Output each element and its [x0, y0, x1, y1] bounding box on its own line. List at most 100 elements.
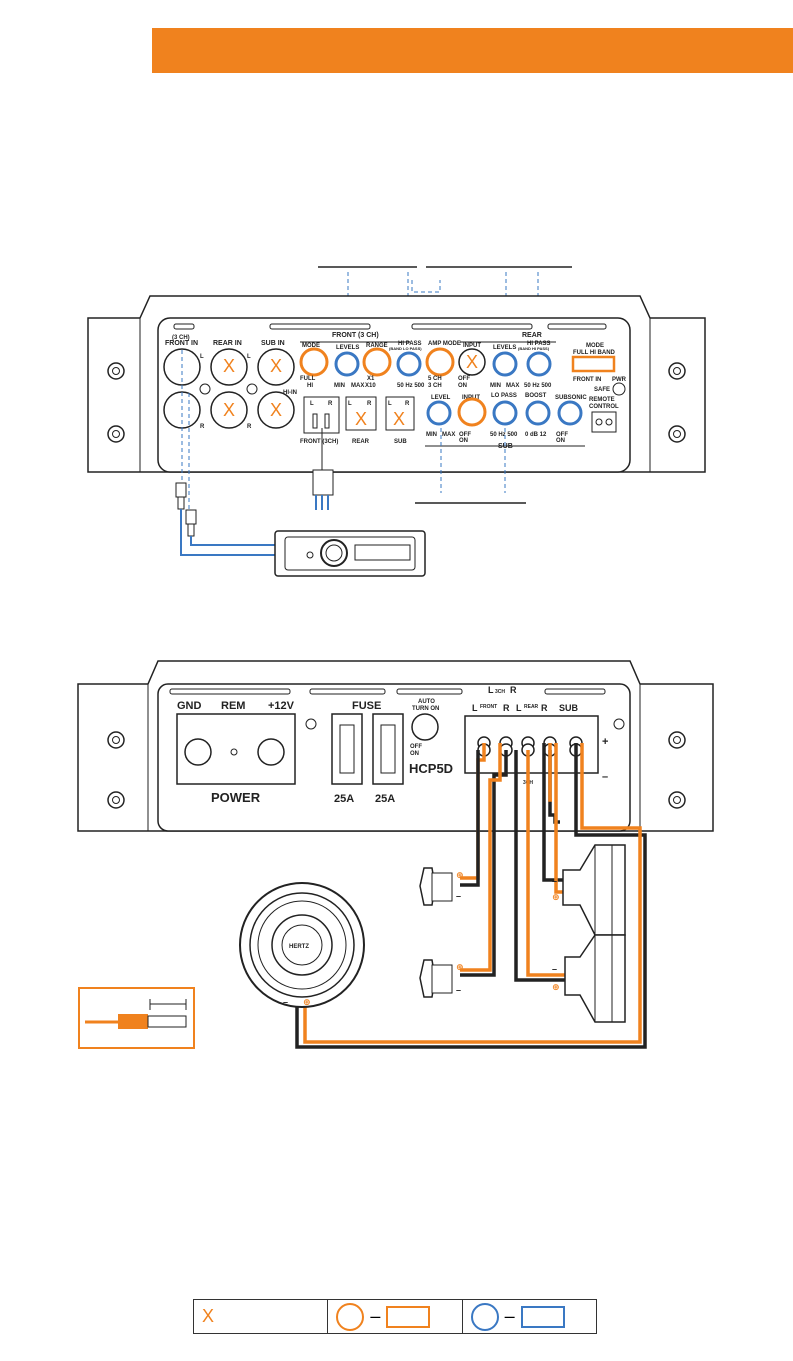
x-mark: X — [270, 400, 282, 420]
svg-text:R: R — [328, 401, 333, 407]
svg-text:25A: 25A — [334, 793, 354, 805]
x-mark: X — [223, 400, 235, 420]
svg-text:X: X — [466, 352, 478, 372]
blue-knob-icon — [470, 1302, 499, 1331]
x-mark: X — [270, 356, 282, 376]
svg-text:L: L — [516, 703, 522, 713]
rear-speaker-right: – ⊕ — [552, 844, 626, 936]
label-front: FRONT (3 CH) — [332, 332, 379, 339]
svg-text:(BAND LO PASS): (BAND LO PASS) — [389, 346, 422, 351]
rear-hipass-knob[interactable] — [526, 351, 552, 377]
label-rear: REAR — [352, 439, 370, 445]
svg-text:MIN: MIN — [426, 432, 437, 438]
svg-text:SUB: SUB — [559, 703, 579, 713]
svg-text:–: – — [456, 891, 461, 901]
legend-box: X – – — [193, 1299, 597, 1334]
label-hi-in: HI-IN — [283, 390, 297, 396]
svg-text:LEVELS: LEVELS — [493, 345, 516, 351]
label-3ch: (3 CH) — [172, 335, 190, 341]
svg-text:TURN ON: TURN ON — [412, 706, 439, 712]
svg-text:MAX: MAX — [506, 383, 519, 389]
svg-text:FULL HI BAND: FULL HI BAND — [573, 350, 616, 356]
tweeter-front-right: ⊕ – — [419, 959, 464, 998]
label-rem: REM — [221, 700, 245, 712]
svg-text:INPUT: INPUT — [463, 343, 481, 349]
svg-text:MAX: MAX — [351, 383, 364, 389]
amp-top-panel: (3 CH) FRONT IN REAR IN SUB IN X X X X L… — [87, 266, 706, 577]
svg-text:X: X — [393, 409, 405, 429]
svg-text:+: + — [602, 736, 608, 748]
label-r: R — [247, 424, 252, 430]
label-fuse: FUSE — [352, 700, 381, 712]
svg-text:⊕: ⊕ — [456, 870, 464, 880]
svg-text:⊕: ⊕ — [303, 997, 311, 1007]
legend-blue: – — [463, 1300, 596, 1333]
tweeter-front-left: ⊕ – — [419, 867, 464, 906]
svg-text:–: – — [552, 964, 557, 974]
svg-text:ON: ON — [410, 751, 419, 757]
svg-text:LEVELS: LEVELS — [336, 345, 359, 351]
range-switch[interactable] — [362, 347, 392, 377]
svg-text:REAR: REAR — [524, 704, 539, 710]
sub-level-knob[interactable] — [426, 400, 452, 426]
x-mark: X — [223, 356, 235, 376]
svg-text:PWR: PWR — [612, 377, 627, 383]
svg-text:OFF: OFF — [458, 376, 470, 382]
label-r: R — [200, 424, 205, 430]
label-l: L — [247, 354, 251, 360]
label-rear-in: REAR IN — [213, 340, 242, 347]
svg-text:50 Hz 500: 50 Hz 500 — [490, 432, 518, 438]
auto-turn-on-switch[interactable] — [411, 713, 439, 741]
svg-text:AMP MODE: AMP MODE — [428, 341, 461, 347]
svg-text:RANGE: RANGE — [366, 343, 388, 349]
svg-text:3 CH: 3 CH — [428, 383, 442, 389]
svg-text:⊕: ⊕ — [552, 982, 560, 992]
svg-text:SUBSONIC: SUBSONIC — [555, 395, 587, 401]
svg-text:L: L — [472, 703, 478, 713]
svg-text:L: L — [348, 401, 352, 407]
rear-levels-knob[interactable] — [492, 351, 518, 377]
svg-text:3CH: 3CH — [495, 689, 505, 695]
svg-text:FULL: FULL — [300, 376, 316, 382]
sub-input-switch[interactable] — [457, 397, 487, 427]
levels-knob[interactable] — [334, 351, 360, 377]
svg-text:⊕: ⊕ — [552, 892, 560, 902]
svg-text:MODE: MODE — [302, 343, 320, 349]
svg-text:FRONT IN: FRONT IN — [573, 377, 601, 383]
lopass-knob[interactable] — [492, 400, 518, 426]
model-name: HCP5D — [409, 761, 453, 776]
svg-text:MAX: MAX — [442, 432, 455, 438]
label-gnd: GND — [177, 700, 202, 712]
blue-box-icon — [520, 1305, 565, 1328]
svg-text:R: R — [503, 703, 510, 713]
svg-text:LO PASS: LO PASS — [491, 393, 517, 399]
svg-text:MODE: MODE — [586, 343, 604, 349]
svg-text:50 Hz 500: 50 Hz 500 — [524, 383, 552, 389]
svg-text:OFF: OFF — [410, 744, 422, 750]
header-bar — [152, 28, 793, 73]
svg-text:OFF: OFF — [459, 432, 471, 438]
svg-text:0 dB 12: 0 dB 12 — [525, 432, 547, 438]
svg-text:R: R — [510, 685, 517, 695]
svg-text:R: R — [405, 401, 410, 407]
mode-switch[interactable] — [299, 347, 329, 377]
amp-mode-switch[interactable] — [425, 347, 455, 377]
rear-speaker-left: – ⊕ — [552, 934, 626, 1023]
hipass-knob[interactable] — [396, 351, 422, 377]
svg-text:–: – — [602, 771, 608, 783]
subsonic-knob[interactable] — [557, 400, 583, 426]
orange-switch-icon — [336, 1302, 365, 1331]
svg-text:LEVEL: LEVEL — [431, 395, 451, 401]
svg-text:X: X — [355, 409, 367, 429]
amp-bottom-panel: GND REM +12V POWER FUSE 25A 25A AUTO TUR… — [77, 660, 714, 832]
brand-logo: HERTZ — [289, 944, 309, 950]
label-front-3ch: FRONT (3CH) — [300, 439, 338, 445]
svg-text:HI: HI — [307, 383, 313, 389]
svg-text:CONTROL: CONTROL — [589, 404, 619, 410]
label-rear-section: REAR — [522, 332, 542, 339]
orange-box-icon — [386, 1305, 431, 1328]
boost-knob[interactable] — [525, 400, 551, 426]
wire-strip-inset — [78, 987, 195, 1049]
mode-selector[interactable] — [571, 355, 616, 373]
